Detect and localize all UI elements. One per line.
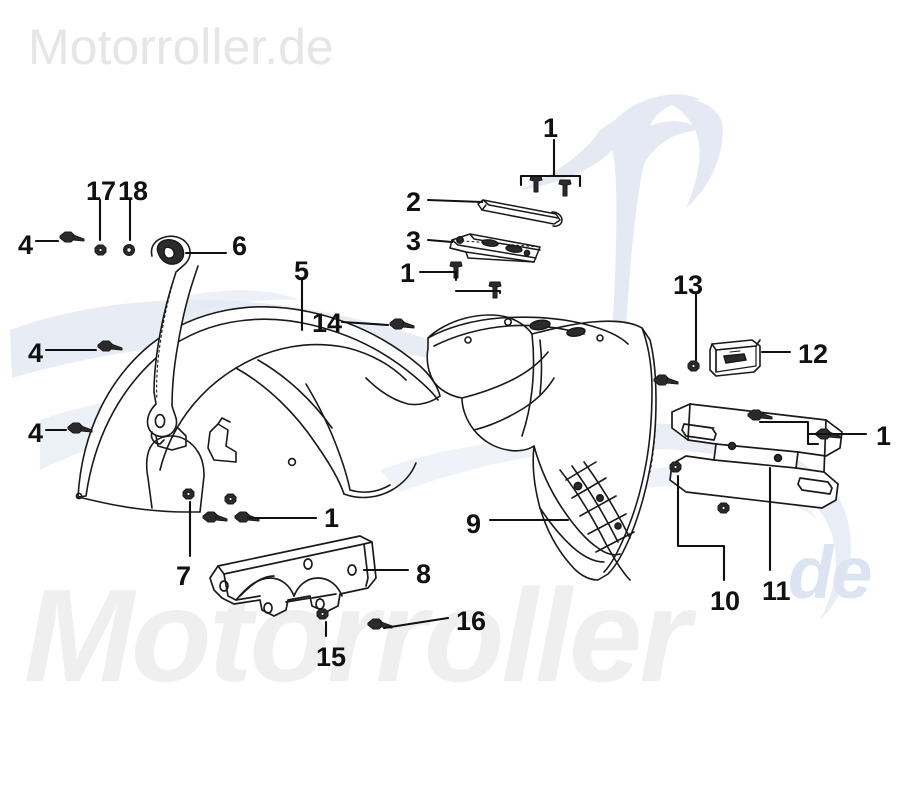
callout-1-bot: 1: [324, 503, 340, 533]
callout-1-mid: 1: [400, 258, 416, 288]
part-3-plate: [449, 233, 541, 263]
callout-4-mid: 4: [28, 338, 44, 368]
hardware-bolt-9-side: [653, 374, 679, 386]
callout-15: 15: [316, 642, 347, 672]
hardware-bolt-14: [389, 318, 415, 330]
hardware-nut-15: [316, 608, 329, 620]
part-9-inner-fender: [426, 314, 657, 581]
callout-6: 6: [232, 231, 248, 261]
callout-2: 2: [406, 187, 422, 217]
part-2-strip: [477, 199, 563, 227]
hardware-bolt-4-mid: [97, 340, 123, 352]
hardware-bolt-4-bot: [67, 422, 93, 434]
part-6-fender-stay: [146, 235, 199, 445]
callout-9: 9: [466, 509, 482, 539]
part-12-reflector: [709, 339, 761, 377]
callout-17: 17: [86, 176, 117, 206]
hardware-bolt-4-top: [59, 231, 85, 243]
callout-8: 8: [416, 559, 432, 589]
callout-7: 7: [176, 561, 192, 591]
callout-18: 18: [118, 176, 149, 206]
part-5-rear-fender: [75, 306, 441, 513]
hardware-nut-10-b: [717, 502, 730, 514]
callout-10: 10: [710, 586, 741, 616]
hardware-nut-17: [94, 244, 107, 256]
callout-12: 12: [798, 339, 829, 369]
part-8-plate-bracket: [209, 535, 377, 617]
callout-5: 5: [294, 256, 310, 286]
hardware-nut-7: [182, 488, 195, 500]
hardware-bolt-1-bot-a: [202, 511, 228, 523]
hardware-nut-13: [687, 360, 700, 372]
hardware-bolt-1-top-left: [529, 175, 543, 193]
callout-14: 14: [312, 308, 343, 338]
part-11-plate-holder: [669, 403, 843, 509]
callout-11: 11: [762, 576, 791, 606]
hardware-nut-7b: [224, 493, 237, 505]
leader-lines: [34, 138, 868, 638]
callout-3: 3: [406, 226, 422, 256]
callout-1-top: 1: [543, 113, 559, 143]
hardware-bolt-1-top-right: [558, 179, 572, 197]
watermark-bottom-de: de: [788, 531, 872, 614]
callout-16: 16: [456, 606, 487, 636]
hardware-washer-18: [123, 244, 135, 256]
callout-1-right: 1: [876, 421, 892, 451]
watermark-top-left: Motorroller.de: [28, 19, 334, 75]
callout-4-bot: 4: [28, 418, 44, 448]
callout-13: 13: [673, 270, 704, 300]
hardware-nut-10-a: [669, 461, 682, 473]
callout-4-top: 4: [18, 230, 34, 260]
